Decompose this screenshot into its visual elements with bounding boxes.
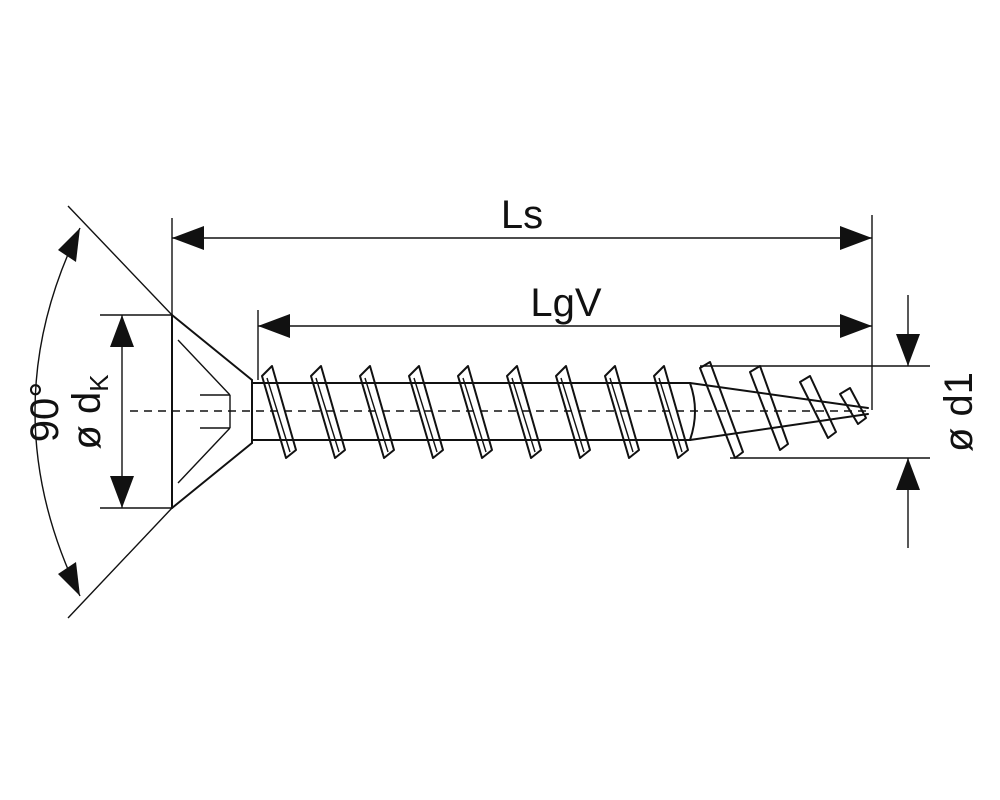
thread-flight	[266, 377, 291, 453]
thread-flight	[364, 377, 389, 453]
dimension-angle: 90°	[23, 227, 81, 597]
thread-flight	[799, 375, 837, 439]
thread-flight	[408, 365, 444, 459]
thread-flight	[511, 377, 536, 453]
thread-flight	[462, 377, 487, 453]
extension-lines	[67, 205, 930, 619]
dimension-dk: ø dK	[65, 315, 134, 508]
label-angle: 90°	[23, 382, 67, 443]
thread-flight	[359, 365, 395, 459]
thread-flight	[261, 365, 297, 459]
thread-flight	[457, 365, 493, 459]
thread-flight	[413, 377, 438, 453]
thread-flight	[315, 377, 340, 453]
screw-thread	[261, 361, 867, 459]
thread-flight	[609, 377, 634, 453]
thread-flight	[699, 361, 744, 459]
screw-head	[171, 314, 253, 509]
label-d1: ø d1	[937, 372, 981, 452]
thread-flight	[555, 365, 591, 459]
thread-flight	[604, 365, 640, 459]
label-dk-subscript: K	[84, 374, 114, 392]
label-lgv: LgV	[530, 281, 601, 325]
dimension-lgv: LgV	[258, 281, 872, 338]
thread-flight	[506, 365, 542, 459]
label-dk-prefix: ø d	[65, 392, 109, 450]
label-ls: Ls	[501, 193, 543, 237]
thread-flight	[560, 377, 585, 453]
dimension-ls: Ls	[172, 193, 872, 250]
thread-flight	[658, 377, 683, 453]
dimension-d1: ø d1	[896, 295, 981, 548]
thread-flight	[839, 387, 867, 425]
thread-flight	[310, 365, 346, 459]
thread-flight	[653, 365, 689, 459]
label-dk: ø dK	[65, 374, 114, 450]
thread-flight	[749, 365, 789, 451]
